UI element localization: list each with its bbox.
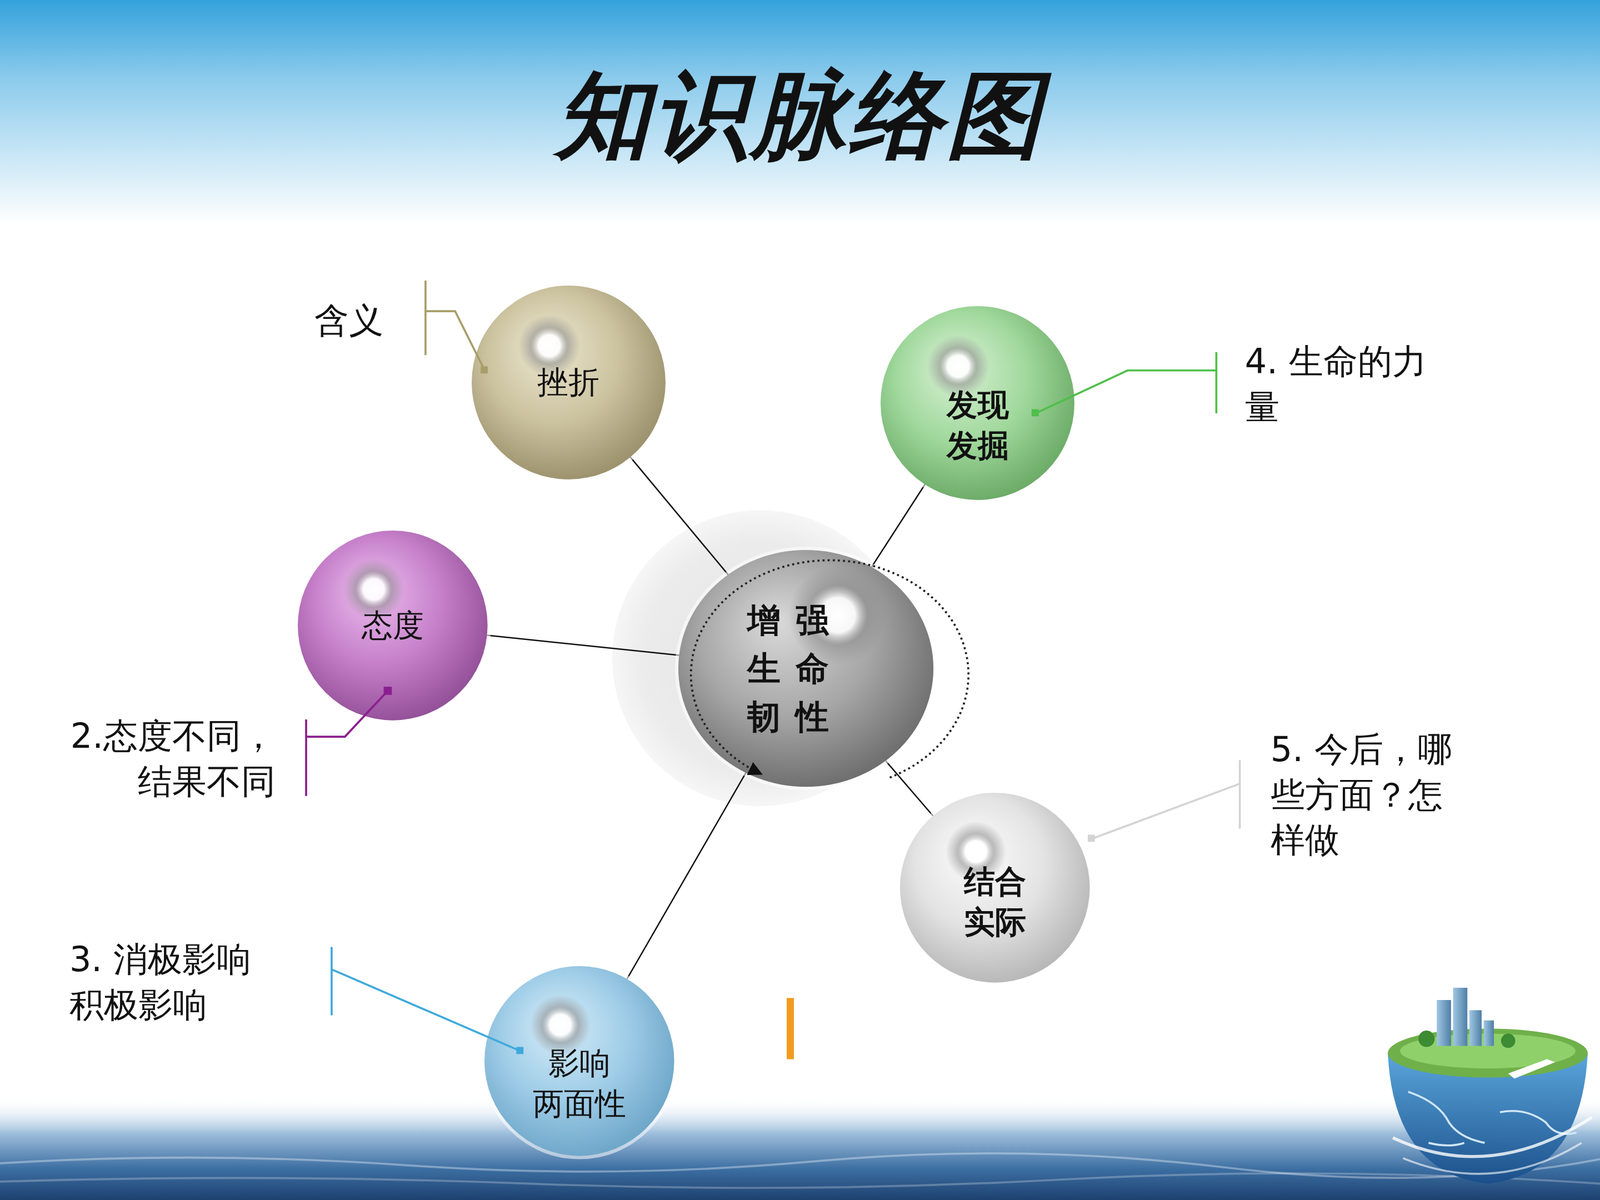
connector-line (627, 772, 747, 979)
node-label: 挫折 (537, 362, 600, 403)
sphere-node: 影响 两面性 (484, 966, 675, 1157)
ship (1508, 1059, 1555, 1079)
leader-dot (480, 366, 488, 374)
leader-dot (1087, 834, 1095, 842)
tower (1436, 1000, 1452, 1047)
sphere-body (484, 966, 675, 1157)
tree (1501, 1033, 1516, 1049)
sphere-body (880, 306, 1075, 500)
sphere-node: 发现 发掘 (880, 306, 1075, 500)
sphere-node: 结合 实际 (900, 792, 1090, 983)
orange-bar (786, 997, 794, 1059)
connector-line (487, 635, 680, 656)
node-label: 发现 发掘 (946, 385, 1009, 467)
connector-line (630, 457, 729, 575)
node-label: 增强生命韧性 (732, 596, 881, 742)
node-label: 影响 两面性 (532, 1043, 627, 1125)
sea-band (0, 1096, 1600, 1200)
sphere-rim (675, 546, 937, 790)
callout-leader (306, 690, 388, 796)
globe-ring (1403, 1142, 1582, 1174)
callout-leader (331, 946, 521, 1051)
sphere-node: 挫折 (471, 285, 666, 480)
tower (1453, 987, 1468, 1047)
diagram-title: 知识脉络图 (0, 52, 1600, 180)
sphere-node: 态度 (297, 530, 488, 721)
tower (1469, 1010, 1482, 1046)
sphere-rim (294, 527, 492, 724)
sphere-body (900, 792, 1090, 983)
callout-leader (1035, 352, 1217, 414)
connector-line (885, 761, 933, 817)
callout-label: 5. 今后，哪些方面？怎样做 (1270, 726, 1457, 863)
globe-illustration (1387, 987, 1592, 1184)
sphere-body (471, 285, 666, 480)
callout-leader (1091, 760, 1240, 839)
callout-label: 3. 消极影响 积极影响 (69, 936, 270, 1028)
sphere-body (678, 550, 934, 787)
callout-label: 4. 生命的力量 (1245, 338, 1432, 430)
callout-label: 含义 (314, 297, 384, 344)
sky-band (0, 0, 1600, 225)
sphere-rim (481, 962, 678, 1160)
sphere-rim (877, 302, 1078, 504)
callout-leader (425, 280, 485, 371)
leader-dot (383, 686, 393, 695)
tower (1483, 1020, 1494, 1047)
globe-map (1408, 1091, 1577, 1145)
connector-line (871, 484, 925, 567)
wave-line (0, 1173, 1600, 1188)
sphere-body (297, 530, 488, 721)
globe-ring (1392, 1117, 1592, 1157)
leader-dot (516, 1046, 524, 1054)
callout-label: 2.态度不同， 结果不同 (55, 713, 276, 805)
tree (1418, 1030, 1435, 1047)
node-label: 结合 实际 (963, 861, 1027, 943)
cycle-arc (691, 560, 969, 778)
sphere-rim (896, 789, 1094, 987)
sphere-rim (468, 282, 669, 483)
leader-dot (1031, 409, 1039, 417)
node-label: 态度 (361, 605, 424, 647)
center-node: 增强生命韧性 (678, 550, 934, 787)
